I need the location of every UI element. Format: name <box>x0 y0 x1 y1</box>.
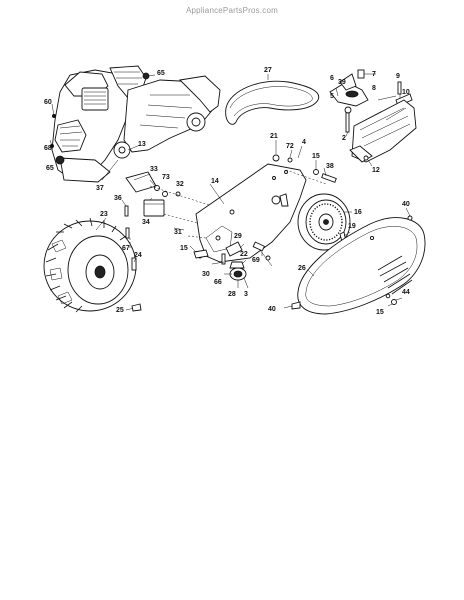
callout-25: 25 <box>116 307 124 314</box>
callout-40: 40 <box>402 201 410 208</box>
callout-27: 27 <box>264 67 272 74</box>
callout-16: 16 <box>354 209 362 216</box>
callout-5: 5 <box>330 93 334 100</box>
callout-3: 3 <box>244 291 248 298</box>
callout-65: 65 <box>46 165 54 172</box>
callout-15: 15 <box>180 245 188 252</box>
engine-assembly <box>51 65 221 183</box>
watermark-text: AppliancePartsPros.com <box>186 6 278 15</box>
callout-33: 33 <box>150 166 158 173</box>
callout-13: 13 <box>138 141 146 148</box>
callout-65: 65 <box>157 70 165 77</box>
callout-32: 32 <box>176 181 184 188</box>
callout-2: 2 <box>342 135 346 142</box>
callout-10: 10 <box>402 89 410 96</box>
callout-7: 7 <box>372 71 376 78</box>
belt-guard-cover <box>297 217 426 315</box>
callout-19: 19 <box>348 223 356 230</box>
pulley <box>297 193 351 251</box>
callout-69: 69 <box>252 257 260 264</box>
callout-26: 26 <box>298 265 306 272</box>
callout-68: 68 <box>44 145 52 152</box>
bracket-assembly <box>124 171 213 248</box>
callout-44: 44 <box>402 289 410 296</box>
callout-72: 72 <box>286 143 294 150</box>
callout-38: 38 <box>326 163 334 170</box>
shaft-assembly <box>193 241 273 281</box>
callout-4: 4 <box>302 139 306 146</box>
callout-67: 67 <box>122 245 130 252</box>
callout-23: 23 <box>100 211 108 218</box>
callout-30: 30 <box>202 271 210 278</box>
callout-28: 28 <box>228 291 236 298</box>
drive-belt <box>225 80 320 125</box>
callout-12: 12 <box>372 167 380 174</box>
callout-labels: 65 60 68 65 13 37 36 33 73 32 34 67 14 3… <box>44 67 410 316</box>
callout-15: 15 <box>376 309 384 316</box>
callout-37: 37 <box>96 185 104 192</box>
callout-9: 9 <box>396 73 400 80</box>
callout-73: 73 <box>162 174 170 181</box>
callout-15: 15 <box>312 153 320 160</box>
callout-6: 6 <box>330 75 334 82</box>
callout-36: 36 <box>114 195 122 202</box>
callout-66: 66 <box>214 279 222 286</box>
callout-60: 60 <box>44 99 52 106</box>
callout-24: 24 <box>134 252 142 259</box>
callout-14: 14 <box>211 178 219 185</box>
wheel-tire <box>43 217 137 313</box>
callout-8: 8 <box>372 85 376 92</box>
callout-21: 21 <box>270 133 278 140</box>
deflector-assembly <box>329 69 417 163</box>
callout-34: 34 <box>142 219 150 226</box>
callout-39: 39 <box>338 79 346 86</box>
callout-22: 22 <box>240 251 248 258</box>
callout-29: 29 <box>234 233 242 240</box>
callout-40: 40 <box>268 306 276 313</box>
callout-31: 31 <box>174 229 182 236</box>
